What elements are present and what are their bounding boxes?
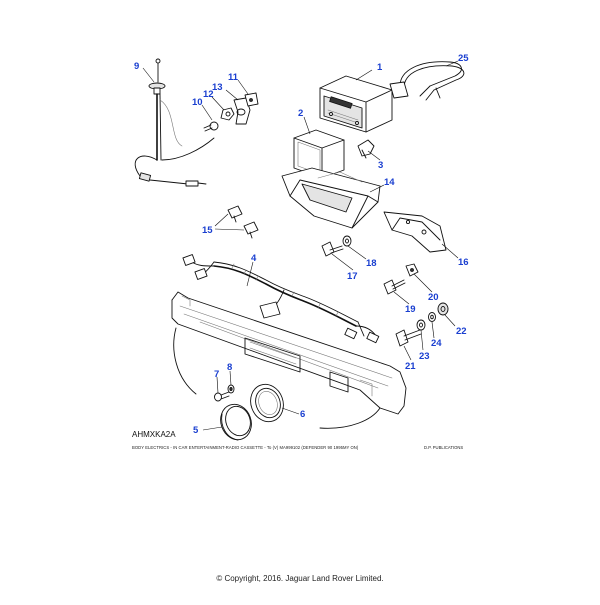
callout-2: 2 [298,108,303,119]
mounting-sleeve [293,129,345,179]
aerial-assembly [134,58,215,187]
washer-24 [428,312,436,322]
screw-19 [383,279,406,295]
callout-23: 23 [419,351,430,362]
washer-23 [416,319,426,331]
radio-cassette-unit [319,75,393,133]
speaker-grille-5 [220,403,252,441]
radio-harness-connector [389,61,465,101]
console-housing [281,167,381,229]
callout-1: 1 [377,62,383,73]
callout-10: 10 [192,97,203,108]
nut-20 [405,263,419,277]
callout-14: 14 [384,177,395,188]
fastener-15 [227,205,259,239]
callout-18: 18 [366,258,377,269]
side-bracket [383,211,447,253]
callout-labels: 9 1 25 11 13 12 10 2 3 14 15 4 16 18 17 … [134,53,469,436]
callout-4: 4 [251,253,257,264]
diagram-reference-code: AHMXKA2A [132,430,176,439]
retaining-clip-3 [357,139,375,159]
nut-12 [220,107,235,121]
callout-25: 25 [458,53,469,64]
publisher-label: D.P. PUBLICATIONS [424,445,464,450]
clip-11 [244,92,259,107]
leader-lines [142,60,459,431]
callout-6: 6 [300,409,305,420]
bolt-21 [395,329,422,347]
callout-15: 15 [202,225,213,236]
speaker-bezel-6 [250,383,284,423]
callout-17: 17 [347,271,358,282]
callout-8: 8 [227,362,232,373]
callout-16: 16 [458,257,469,268]
callout-21: 21 [405,361,416,372]
diagram-caption: BODY ELECTRICS - IN CAR ENTERTAINMENT-RA… [132,445,359,450]
callout-13: 13 [212,82,223,93]
copyright-notice: © Copyright, 2016. Jaguar Land Rover Lim… [216,574,384,583]
callout-19: 19 [405,304,416,315]
washer-18 [342,235,352,247]
dashboard-panel [171,291,407,429]
callout-24: 24 [431,338,442,349]
callout-12: 12 [203,89,214,100]
callout-11: 11 [228,72,239,83]
washer-8 [227,384,235,394]
callout-9: 9 [134,61,139,72]
screw-7 [214,391,230,402]
callout-5: 5 [193,425,199,436]
callout-22: 22 [456,326,467,337]
nut-22 [437,302,449,316]
screw-10 [203,121,219,132]
callout-20: 20 [428,292,439,303]
speaker-harness [182,254,380,344]
screw-17 [321,241,344,257]
callout-3: 3 [378,160,383,171]
callout-7: 7 [214,369,219,380]
